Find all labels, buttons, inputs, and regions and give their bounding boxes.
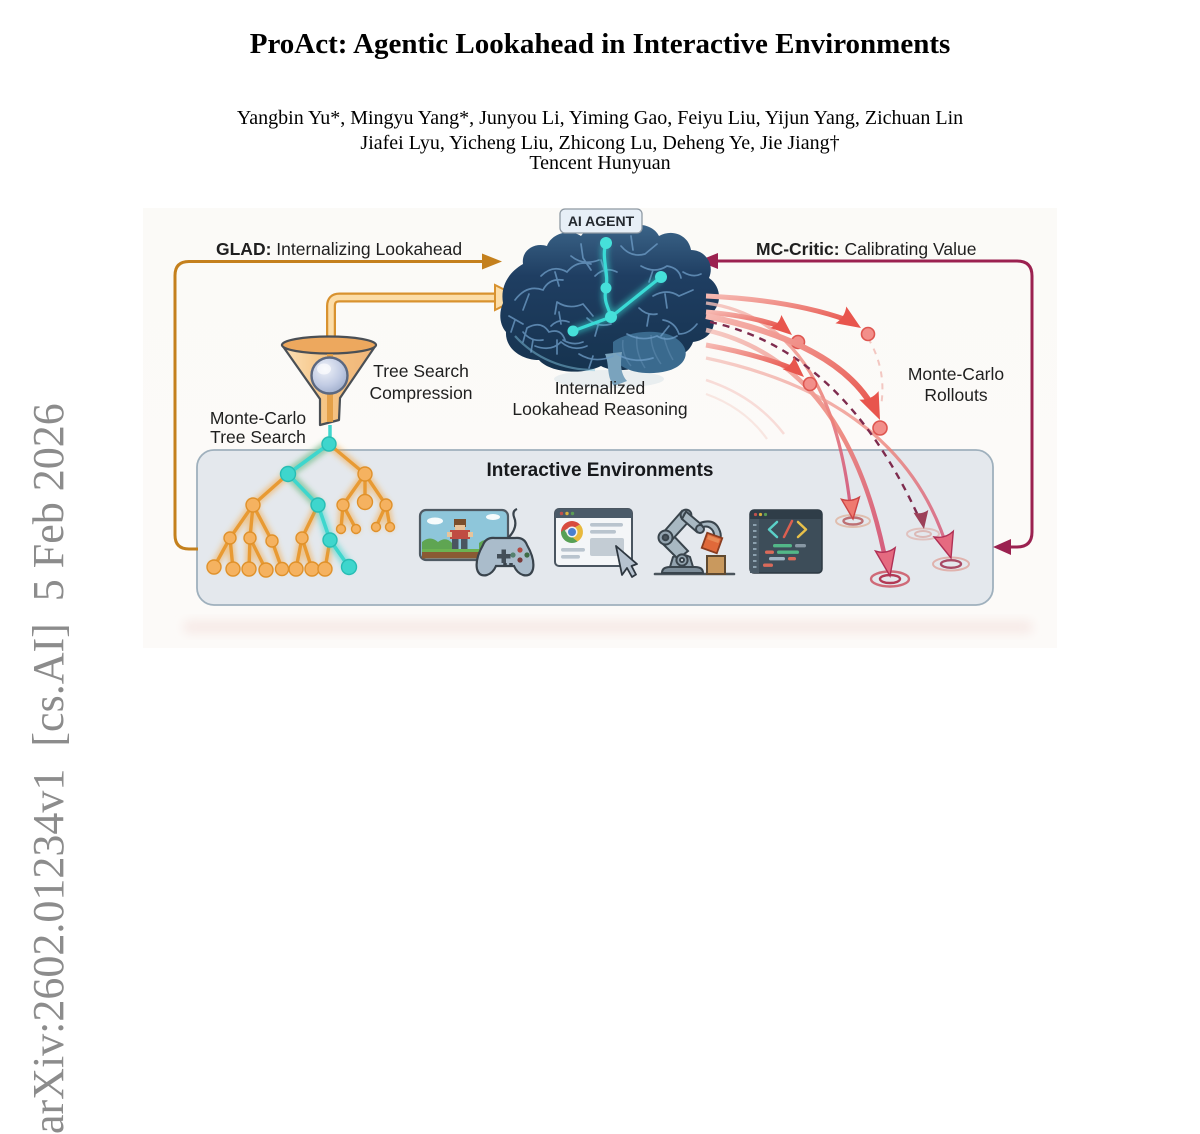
svg-text:Tree Search: Tree Search [210,427,306,447]
svg-text:Compression: Compression [369,383,472,403]
svg-text:Rollouts: Rollouts [924,385,987,405]
svg-text:Interactive Environments: Interactive Environments [486,460,713,481]
svg-text:Monte-Carlo: Monte-Carlo [210,408,306,428]
svg-text:AI AGENT: AI AGENT [568,213,635,229]
svg-text:MC-Critic: Calibrating Value: MC-Critic: Calibrating Value [756,239,976,259]
svg-text:Tree Search: Tree Search [373,361,469,381]
svg-text:GLAD: Internalizing Lookahead: GLAD: Internalizing Lookahead [216,239,462,259]
svg-text:Lookahead Reasoning: Lookahead Reasoning [512,399,687,419]
svg-text:Internalized: Internalized [555,378,645,398]
svg-text:Monte-Carlo: Monte-Carlo [908,364,1004,384]
